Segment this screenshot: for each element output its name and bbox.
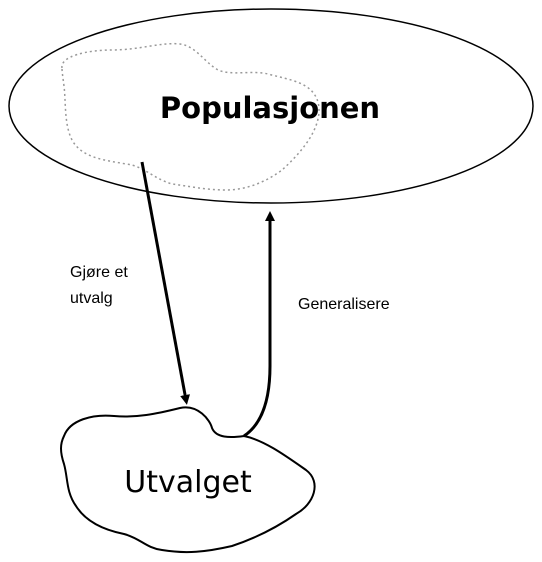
generalize-arrow	[243, 211, 275, 438]
population-ellipse	[8, 8, 534, 204]
population-label: Populasjonen	[160, 91, 380, 125]
select-sample-label-line2: utvalg	[70, 290, 113, 307]
sample-shape	[60, 406, 316, 554]
select-sample-arrow	[140, 161, 191, 405]
select-sample-label-line1: Gjøre et	[70, 264, 128, 281]
sample-label: Utvalget	[124, 465, 252, 500]
sampling-frame-outline	[61, 42, 320, 191]
generalize-label: Generalisere	[298, 296, 390, 313]
